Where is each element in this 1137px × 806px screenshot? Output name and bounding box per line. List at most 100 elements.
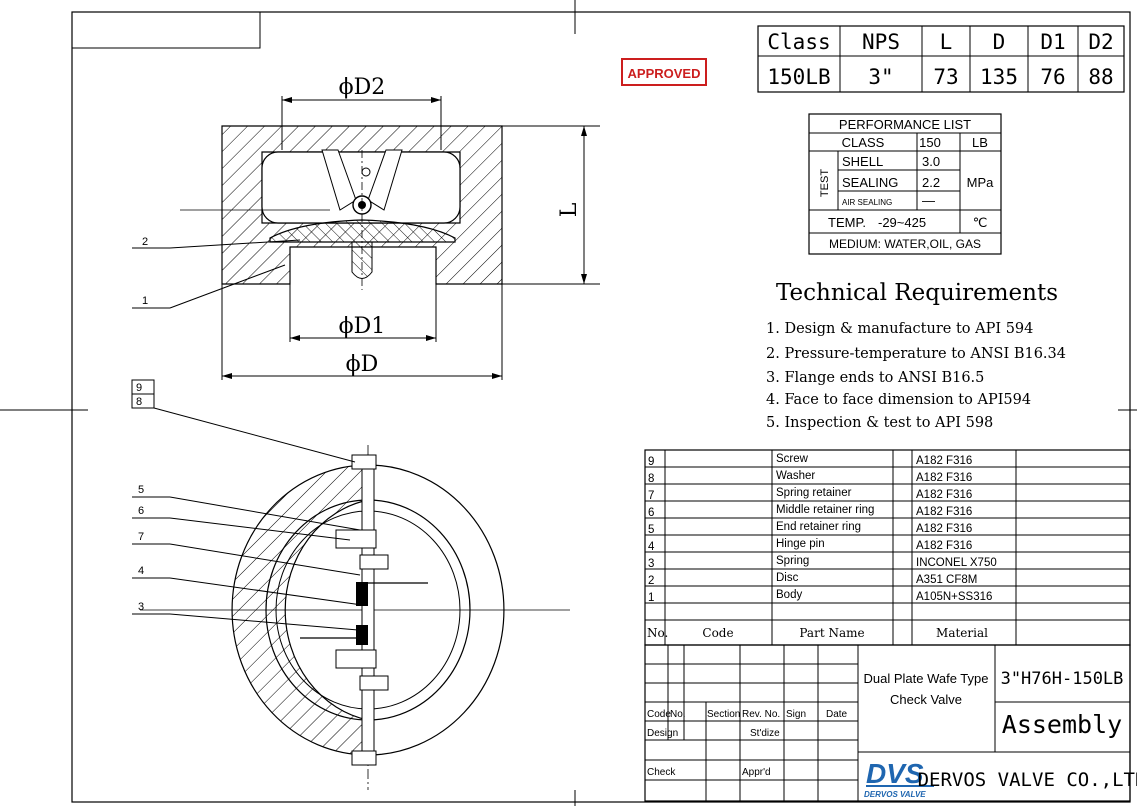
- performance-class-value: 150: [919, 135, 941, 150]
- tech-item-4: 4. Face to face dimension to API594: [766, 392, 1031, 408]
- dims-value-l: 73: [933, 65, 958, 89]
- performance-pressure-unit: MPa: [967, 175, 995, 190]
- part-row-no: 3: [648, 558, 654, 570]
- parts-header-name: Part Name: [799, 626, 864, 640]
- part-row-no: 5: [648, 524, 654, 536]
- part-row-no: 6: [648, 507, 654, 519]
- part-row-name: End retainer ring: [776, 521, 861, 533]
- part-row-name: Screw: [776, 453, 809, 465]
- company-name: DERVOS VALVE CO.,LTD: [918, 769, 1137, 791]
- performance-medium: MEDIUM: WATER,OIL, GAS: [829, 237, 981, 251]
- performance-table: PERFORMANCE LIST CLASS 150 LB TEST SHELL…: [808, 113, 1002, 255]
- product-name-line2: Check Valve: [890, 692, 962, 707]
- part-row-name: Spring: [776, 555, 809, 567]
- dims-header-d1: D1: [1040, 30, 1065, 54]
- part-row-no: 9: [648, 456, 654, 468]
- performance-class-unit: LB: [972, 135, 988, 150]
- title-block: Code No. Section Rev. No. Sign Date Desi…: [644, 644, 1137, 802]
- front-view: 9 8 5 6 7 4 3: [131, 379, 570, 790]
- title-sign-label: Sign: [786, 709, 806, 720]
- dimension-table: Class NPS L D D1 D2 150LB 3" 73 135 76 8…: [757, 25, 1125, 93]
- tech-item-2: 2. Pressure-temperature to ANSI B16.34: [766, 346, 1066, 362]
- tech-title: Technical Requirements: [776, 280, 1058, 306]
- technical-requirements: Technical Requirements 1. Design & manuf…: [766, 280, 1066, 431]
- performance-class-label: CLASS: [842, 135, 885, 150]
- callout-3: 3: [138, 601, 144, 613]
- part-row-name: Middle retainer ring: [776, 504, 874, 516]
- title-code-label: Code: [647, 709, 671, 720]
- part-row-name: Washer: [776, 470, 815, 482]
- logo-subtext: DERVOS VALVE: [864, 790, 926, 799]
- dims-header-d2: D2: [1088, 30, 1113, 54]
- part-row-material: A105N+SS316: [916, 591, 992, 603]
- callout-2: 2: [142, 236, 148, 248]
- drawing-type: Assembly: [1002, 710, 1122, 739]
- part-row-material: A182 F316: [916, 489, 972, 501]
- approved-stamp: APPROVED: [621, 58, 707, 86]
- dims-value-d1: 76: [1040, 65, 1065, 89]
- part-row-material: A182 F316: [916, 506, 972, 518]
- callout-4: 4: [138, 565, 144, 577]
- callout-8: 8: [136, 396, 142, 408]
- logo-text: DVS: [866, 758, 924, 789]
- parts-list: 9 Screw A182 F316 8 Washer A182 F316 7 S…: [644, 449, 1131, 646]
- top-left-box: [71, 11, 261, 49]
- company-logo: DVS DERVOS VALVE: [864, 758, 934, 799]
- part-row-name: Hinge pin: [776, 538, 825, 550]
- part-row-material: A351 CF8M: [916, 574, 977, 586]
- sheet-border: [71, 11, 1131, 803]
- product-name-line1: Dual Plate Wafe Type: [863, 671, 988, 686]
- part-row-material: A182 F316: [916, 455, 972, 467]
- parts-header-no: No.: [647, 626, 668, 640]
- dims-value-nps: 3": [868, 65, 893, 89]
- performance-air-sealing-label: AIR SEALING: [842, 198, 892, 207]
- callout-1: 1: [142, 295, 148, 307]
- title-section-label: Section: [707, 709, 740, 720]
- performance-temp-value: -29~425: [878, 215, 926, 230]
- tech-item-5: 5. Inspection & test to API 598: [766, 415, 993, 431]
- callout-7: 7: [138, 531, 144, 543]
- performance-air-sealing-value: —: [922, 193, 935, 208]
- title-apprd-label: Appr'd: [742, 767, 771, 778]
- tech-item-3: 3. Flange ends to ANSI B16.5: [766, 370, 984, 386]
- performance-sealing-label: SEALING: [842, 175, 898, 190]
- tech-item-1: 1. Design & manufacture to API 594: [766, 321, 1033, 337]
- disc-section: [269, 219, 456, 243]
- dims-value-d2: 88: [1088, 65, 1113, 89]
- title-rev-label: Rev. No.: [742, 709, 780, 720]
- performance-sealing-value: 2.2: [922, 175, 940, 190]
- label-l: L: [557, 202, 582, 217]
- part-row-no: 8: [648, 473, 654, 485]
- body-ring-front: [231, 464, 369, 756]
- title-date-label: Date: [826, 709, 848, 720]
- part-row-no: 2: [648, 575, 654, 587]
- model-number: 3"H76H-150LB: [1001, 669, 1124, 689]
- dims-header-nps: NPS: [862, 30, 900, 54]
- label-d1: ϕD1: [339, 314, 386, 339]
- title-no-label: No.: [670, 709, 686, 720]
- dims-header-class: Class: [767, 30, 830, 54]
- part-row-material: A182 F316: [916, 472, 972, 484]
- dims-value-class: 150LB: [767, 65, 830, 89]
- title-design-label: Design: [647, 728, 678, 739]
- section-view: ϕD2 ϕD1 ϕD L 2 1: [132, 75, 600, 380]
- performance-temp-unit: ℃: [973, 215, 988, 230]
- dims-header-d: D: [993, 30, 1006, 54]
- approved-stamp-text: APPROVED: [628, 66, 701, 81]
- part-row-no: 4: [648, 541, 655, 553]
- dims-header-l: L: [940, 30, 953, 54]
- callout-9: 9: [136, 382, 142, 394]
- part-row-name: Disc: [776, 572, 799, 584]
- label-d: ϕD: [346, 352, 379, 377]
- label-d2: ϕD2: [339, 75, 386, 100]
- performance-title: PERFORMANCE LIST: [839, 117, 971, 132]
- part-row-no: 1: [648, 592, 654, 604]
- part-row-name: Spring retainer: [776, 487, 852, 499]
- parts-header-code: Code: [702, 626, 733, 640]
- dims-value-d: 135: [980, 65, 1018, 89]
- part-row-material: INCONEL X750: [916, 557, 997, 569]
- callout-6: 6: [138, 505, 144, 517]
- performance-test-label: TEST: [819, 169, 831, 197]
- part-row-name: Body: [776, 589, 802, 601]
